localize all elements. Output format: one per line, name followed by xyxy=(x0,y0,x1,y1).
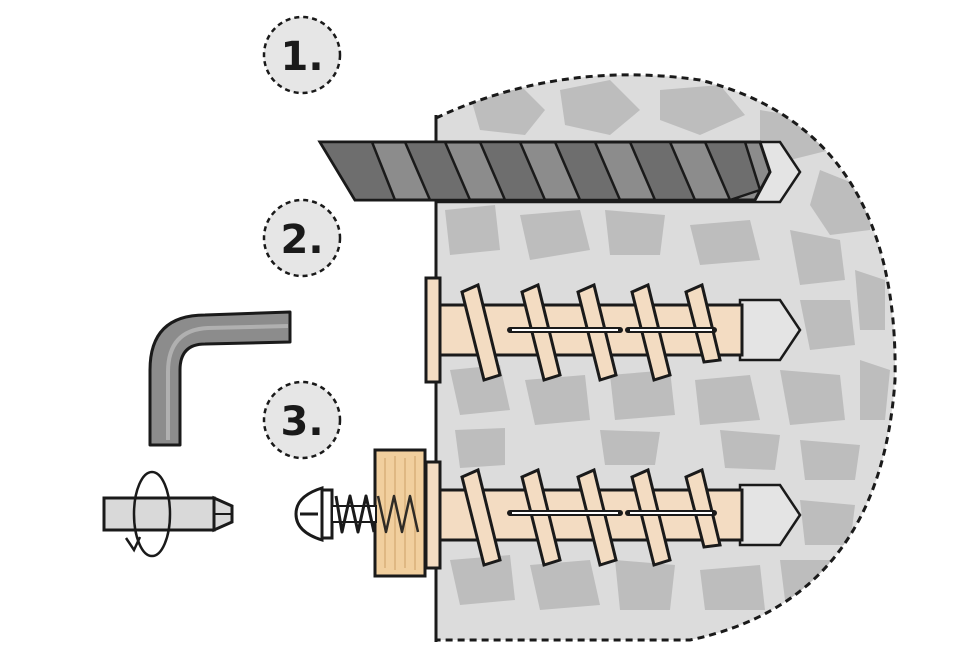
screw-anchor-icon xyxy=(424,460,802,570)
wooden-washer-icon xyxy=(373,448,427,578)
screw-icon xyxy=(294,485,420,543)
screwdriver-bit-icon xyxy=(102,495,234,533)
screw-anchor-icon xyxy=(424,276,802,384)
step-label-3: 3. xyxy=(280,399,323,445)
step-marker-2: 2. xyxy=(262,198,342,278)
step-label-2: 2. xyxy=(280,217,323,263)
step-marker-1: 1. xyxy=(262,15,342,95)
drill-bit-icon xyxy=(317,140,772,202)
rotation-arrow-icon xyxy=(124,470,172,558)
step-marker-3: 3. xyxy=(262,380,342,460)
step-label-1: 1. xyxy=(280,34,323,80)
drill-flutes xyxy=(317,140,762,202)
allen-key-icon xyxy=(148,310,292,447)
stone-texture xyxy=(445,80,890,610)
anchor-threads xyxy=(460,467,722,567)
